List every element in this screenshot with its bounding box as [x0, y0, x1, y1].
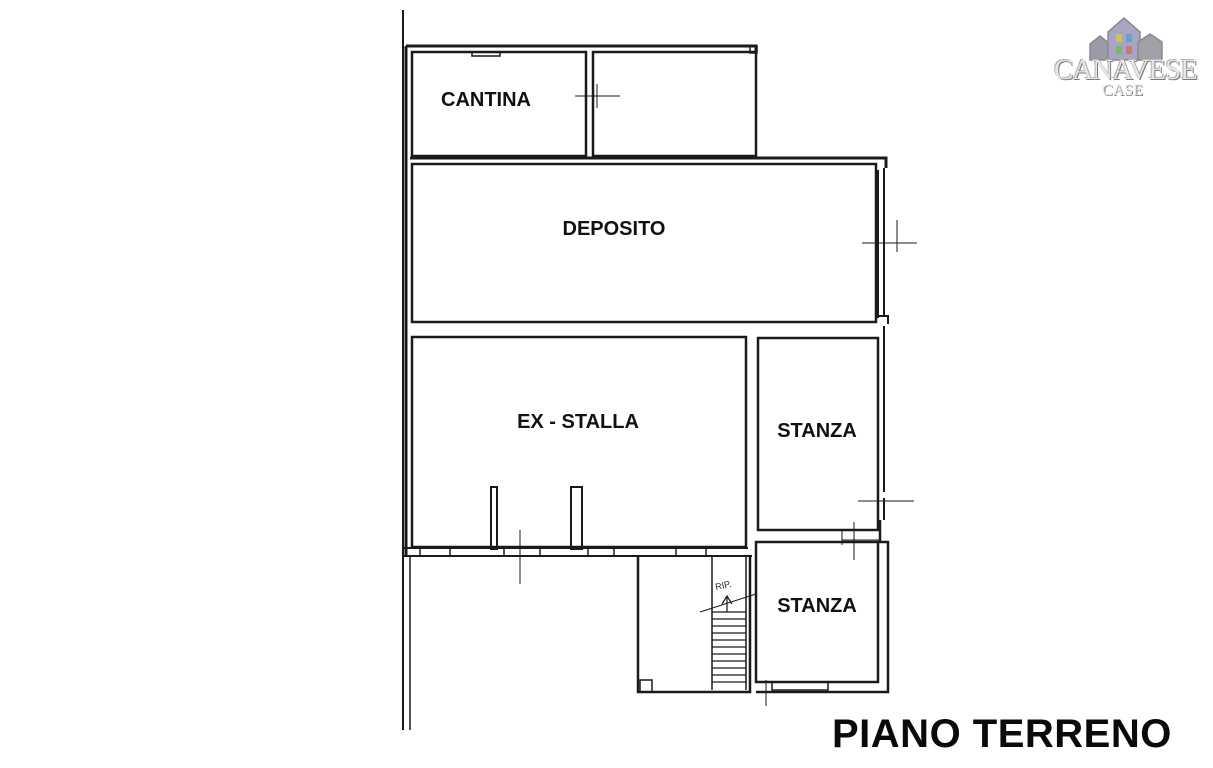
floor-title: PIANO TERRENO	[832, 712, 1172, 756]
outer-wall-top	[404, 44, 758, 556]
room-label-ex-stalla: EX - STALLA	[517, 411, 639, 433]
stanza-upper-room-outline	[756, 336, 880, 532]
logo-sub-text: CASE	[1102, 82, 1143, 99]
cantina-room-outline	[410, 50, 588, 158]
deposito-wall-top	[410, 156, 888, 168]
cantina-top-notch	[471, 52, 501, 57]
room-label-deposito: DEPOSITO	[563, 218, 666, 240]
deposito-room-outline	[410, 162, 878, 324]
logo: CANAVESE CASE	[1052, 14, 1202, 100]
pillar-right	[570, 486, 583, 550]
stair-note: RIP.	[714, 579, 732, 592]
room-label-stanza-lower: STANZA	[777, 595, 857, 617]
stair-arrow-icon	[721, 594, 733, 612]
room-label-cantina: CANTINA	[441, 89, 531, 111]
ex-stalla-room-outline	[410, 335, 748, 549]
top-right-room-outline	[591, 50, 758, 158]
deposito-right-wall	[877, 168, 885, 318]
room-label-stanza-upper: STANZA	[777, 420, 857, 442]
logo-main-text: CANAVESE	[1054, 54, 1198, 86]
houses-logo-icon	[1089, 17, 1163, 61]
stair-area-outline	[636, 556, 752, 694]
stair-steps	[712, 611, 746, 683]
pillar-left	[490, 486, 498, 550]
